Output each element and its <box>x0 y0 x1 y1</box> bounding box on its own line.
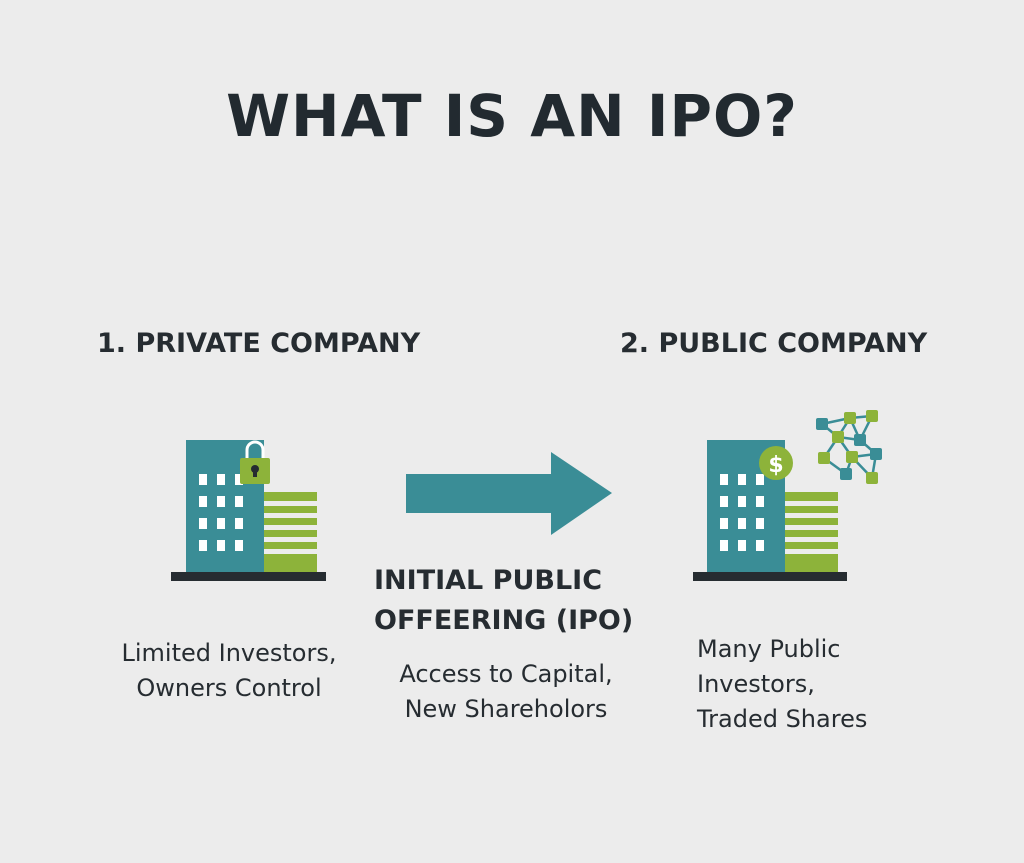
public-company-heading: 2. PUBLIC COMPANY <box>620 328 928 359</box>
private-company-heading: 1. PRIVATE COMPANY <box>97 328 421 359</box>
ipo-caption: Access to Capital, New Shareholors <box>399 660 613 723</box>
right-arrow-icon <box>406 452 612 535</box>
private-company-caption: Limited Investors, Owners Control <box>121 639 337 702</box>
network-nodes <box>816 410 882 484</box>
ipo-label: INITIAL PUBLIC OFFEERING (IPO) <box>374 565 634 636</box>
page-title: WHAT IS AN IPO? <box>226 82 798 150</box>
dollar-coin-icon: $ <box>759 446 793 480</box>
public-company-caption: Many Public Investors, Traded Shares <box>697 635 868 733</box>
dollar-symbol: $ <box>768 453 783 478</box>
padlock-icon <box>240 440 270 484</box>
